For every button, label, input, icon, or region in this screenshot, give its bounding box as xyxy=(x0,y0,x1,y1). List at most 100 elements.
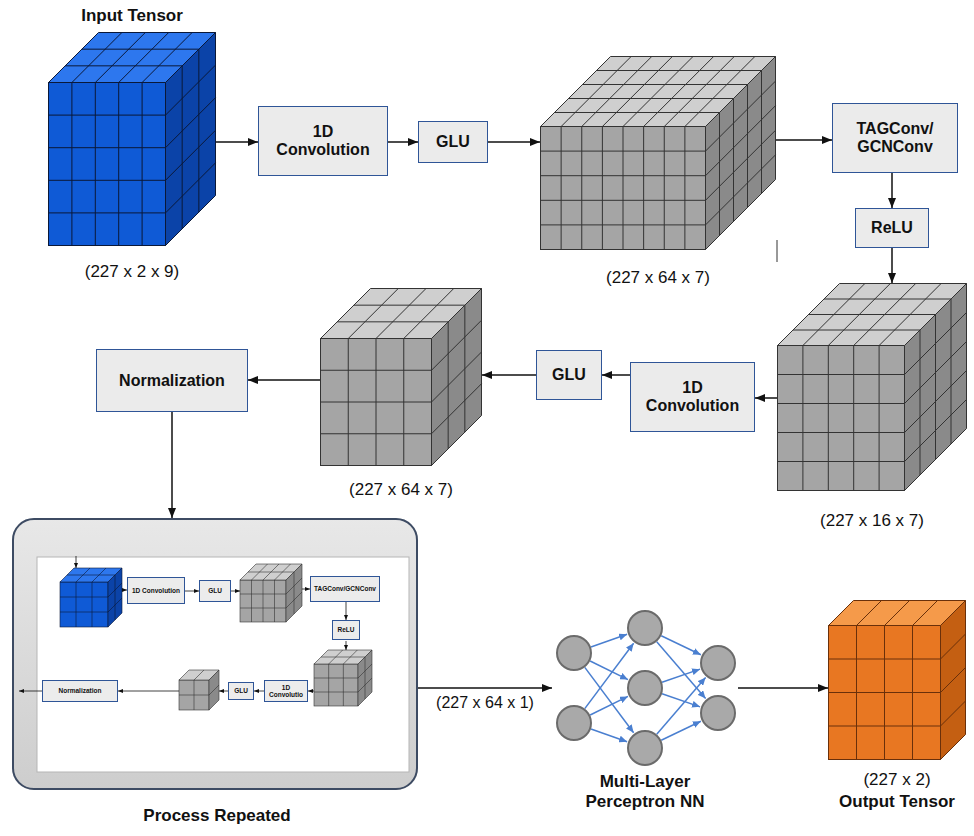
cube-grid-line xyxy=(82,49,199,50)
cube-grid-line xyxy=(597,70,762,71)
cube-grid-line xyxy=(941,701,966,726)
cube-front xyxy=(541,127,706,250)
cube-grid-line xyxy=(95,83,96,246)
cube-grid-line xyxy=(251,580,252,622)
cube-grid-line xyxy=(248,572,294,573)
node-text: GLU xyxy=(436,133,470,151)
node-text: 1D Convolutio xyxy=(266,684,306,699)
mini-cube xyxy=(314,650,372,706)
cube-grid-line xyxy=(67,575,115,576)
cube-grid-line xyxy=(541,200,706,201)
mlp-neuron xyxy=(701,646,735,680)
cube-grid-line xyxy=(365,657,366,699)
cube-grid-line xyxy=(115,575,116,620)
cube-grid-line xyxy=(778,461,905,462)
cube-grid-line xyxy=(829,659,941,660)
thumbnail-box: 1D Convolution xyxy=(127,577,185,604)
cube-side xyxy=(286,564,302,622)
cube-grid-line xyxy=(179,695,209,696)
mlp-link xyxy=(662,694,700,707)
cube-grid-line xyxy=(719,113,720,236)
arrow-connector xyxy=(346,602,347,620)
thumbnail-arrow xyxy=(302,589,310,590)
cube-grid-line xyxy=(778,432,905,433)
cube-grid-line xyxy=(166,98,216,148)
node-text: Normalization xyxy=(119,372,225,390)
mlp-link xyxy=(661,721,701,740)
cube-grid-line xyxy=(555,112,720,113)
mlp-neuron xyxy=(628,671,662,705)
cube-grid-line xyxy=(432,384,482,434)
tensor-cube: Input Tensor(227 x 2 x 9) xyxy=(48,32,216,246)
cube-figure xyxy=(540,56,776,250)
thumbnail-box: GLU xyxy=(228,682,254,700)
cube-grid-line xyxy=(194,670,204,680)
cube-grid-line xyxy=(623,127,624,250)
cube-grid-line xyxy=(829,726,941,727)
cube-grid-line xyxy=(853,346,854,491)
cube-grid-line xyxy=(274,580,275,622)
thumbnail-box: TAGConv/GCNConv xyxy=(310,576,380,602)
cube-grid-line xyxy=(321,370,432,371)
mlp-network: Multi-Layer Perceptron NN xyxy=(552,608,738,768)
cube-grid-line xyxy=(432,320,482,370)
arrow-connector xyxy=(216,141,258,143)
cube-grid-line xyxy=(684,127,685,250)
cube-grid-line xyxy=(778,403,905,404)
node-text: 1D Convolution xyxy=(132,587,180,594)
cube-grid-line xyxy=(404,289,454,339)
cube-grid-line xyxy=(354,305,465,306)
cube-grid-line xyxy=(643,127,644,250)
node-text: 1D Convolution xyxy=(637,379,748,415)
node-text: Output Tensor xyxy=(839,792,955,812)
cube-grid-line xyxy=(314,692,358,693)
arrow-connector xyxy=(185,591,199,592)
cube-figure xyxy=(828,600,966,760)
cube-front xyxy=(314,664,358,706)
arrow-connector xyxy=(776,139,832,141)
cube-grid-line xyxy=(644,57,714,127)
cube-grid-line xyxy=(602,127,603,250)
cube-grid-line xyxy=(72,33,122,83)
node-text: (227 x 64 x 7) xyxy=(606,268,710,288)
cube-grid-line xyxy=(761,71,762,194)
cube-grid-line xyxy=(464,305,465,432)
node-text: ReLU xyxy=(871,219,913,237)
cube-grid-line xyxy=(95,33,145,83)
mlp-link xyxy=(657,677,706,734)
cube-grid-line xyxy=(240,608,286,609)
cube-front xyxy=(829,626,941,760)
repeat-panel: Process Repeated1D ConvolutionGLUTAGConv… xyxy=(12,518,418,790)
cube-grid-line xyxy=(935,315,936,460)
cube-grid-line xyxy=(166,163,216,213)
node-text: Input Tensor xyxy=(81,6,183,26)
cube-grid-line xyxy=(376,289,426,339)
cube-figure xyxy=(48,32,216,246)
cube-grid-line xyxy=(49,147,166,148)
arrow-connector xyxy=(602,374,630,376)
cube-grid-line xyxy=(802,346,803,491)
cube-grid-line xyxy=(941,634,966,659)
node-text: GLU xyxy=(552,366,586,384)
tensor-cube: (227 x 64 x 7) xyxy=(540,56,776,250)
node-text: TAGConv/ GCNConv xyxy=(839,120,951,156)
mlp-link xyxy=(591,729,627,742)
node-text: (227 x 2 x 9) xyxy=(85,262,180,282)
arrow-connector xyxy=(388,141,418,143)
mlp-link xyxy=(590,696,628,715)
node-text: (227 x 16 x 7) xyxy=(820,511,924,531)
cube-grid-line xyxy=(857,601,882,626)
arrow-connector xyxy=(418,687,552,689)
mlp-neuron xyxy=(557,636,591,670)
cube-grid-line xyxy=(541,224,706,225)
cube-figure xyxy=(320,288,482,466)
cube-grid-line xyxy=(328,664,329,706)
mlp-neuron xyxy=(628,731,662,765)
thumbnail-arrow xyxy=(118,691,179,692)
node-text: GLU xyxy=(234,687,248,694)
cube-grid-line xyxy=(49,212,166,213)
tensor-cube: (227 x 16 x 7) xyxy=(777,283,967,491)
cube-grid-line xyxy=(294,572,295,614)
thumbnail-image xyxy=(37,557,409,772)
